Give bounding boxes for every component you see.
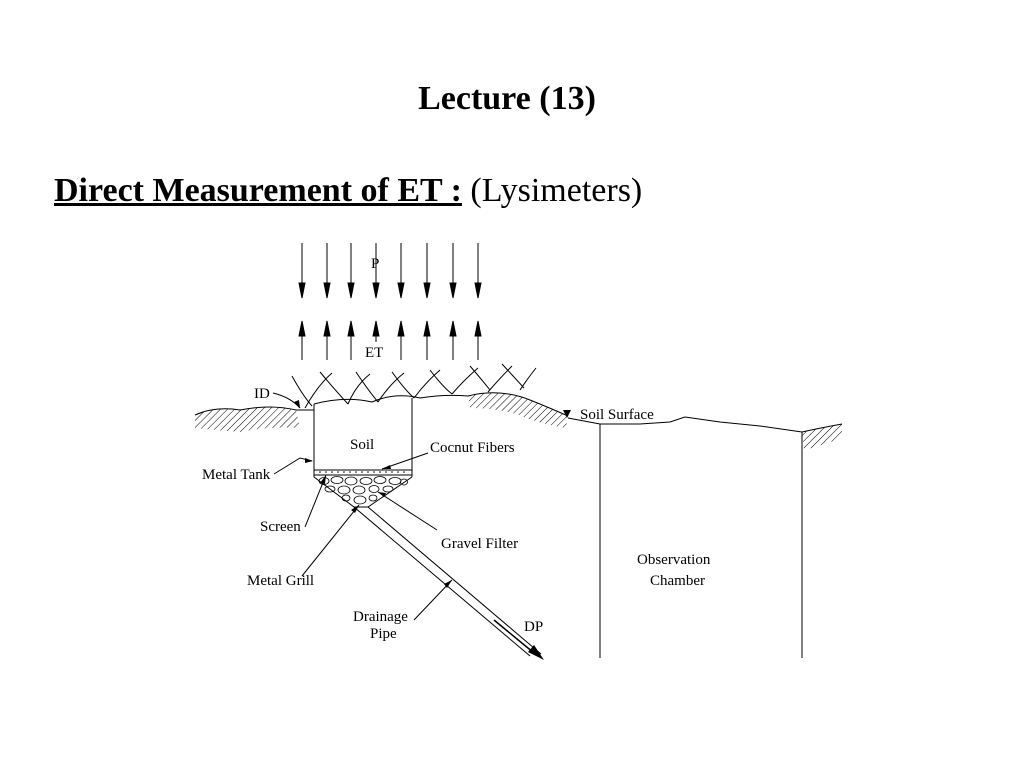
label-metal-tank: Metal Tank [202, 467, 271, 483]
label-et: ET [365, 345, 383, 361]
observation-chamber [599, 424, 803, 658]
leader-arrowheads [294, 400, 452, 588]
soil-surface-marker-icon [563, 410, 571, 418]
evapotranspiration-arrows [298, 320, 482, 360]
label-id: ID [254, 386, 270, 402]
label-cocnut-fibers: Cocnut Fibers [430, 440, 515, 456]
precipitation-arrows [298, 243, 482, 299]
label-soil: Soil [350, 437, 374, 453]
label-observation-line1: Observation [637, 552, 711, 568]
label-drainage-line1: Drainage [353, 609, 408, 625]
dp-arrow [493, 619, 544, 660]
drainage-pipe [353, 506, 542, 657]
label-p: P [371, 256, 379, 272]
gravel-filter-stones [318, 476, 408, 505]
slide-heading: Direct Measurement of ET : (Lysimeters) [54, 172, 642, 210]
label-dp: DP [524, 619, 543, 635]
coconut-fiber-layer [319, 471, 405, 473]
ground-surface [194, 392, 843, 450]
label-soil-surface: Soil Surface [580, 407, 654, 423]
heading-bold: Direct Measurement of ET : [54, 172, 462, 209]
label-gravel-filter: Gravel Filter [441, 536, 518, 552]
heading-normal: (Lysimeters) [470, 172, 643, 209]
label-screen: Screen [260, 519, 301, 535]
label-drainage-line2: Pipe [370, 626, 397, 642]
label-metal-grill: Metal Grill [247, 573, 314, 589]
slide-title: Lecture (13) [418, 80, 596, 117]
label-observation-line2: Chamber [650, 573, 705, 589]
